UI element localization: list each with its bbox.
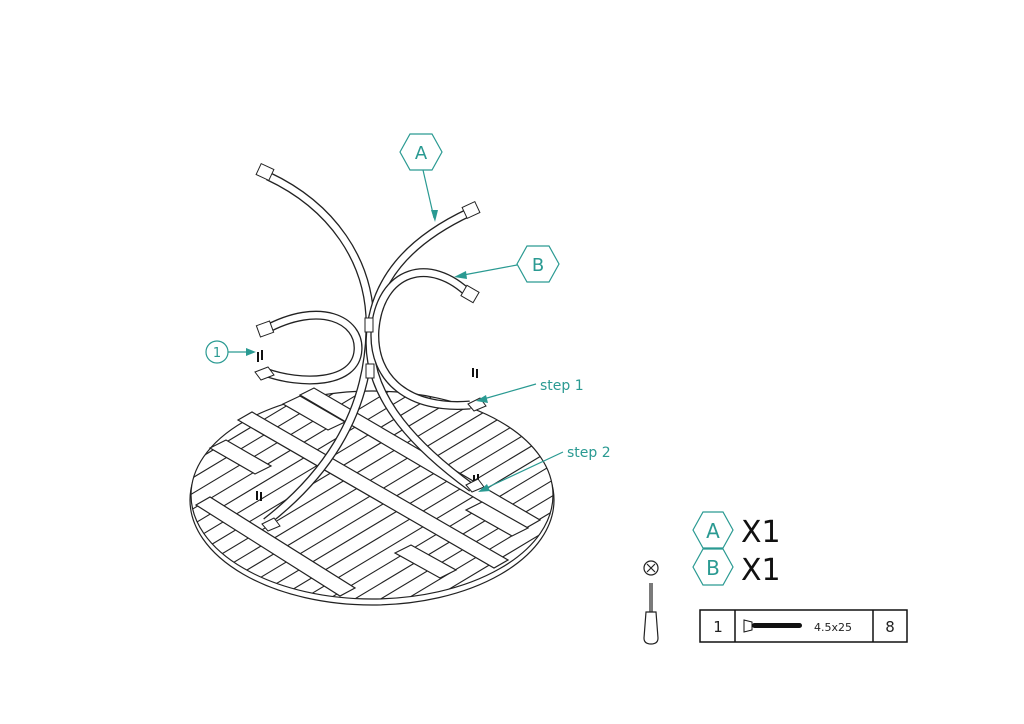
callout-b-label: B — [532, 255, 544, 276]
phillips-screwdriver-icon — [643, 560, 659, 645]
callout-step-2: step 2 — [478, 445, 611, 492]
parts-list: A X1 B X1 — [692, 511, 781, 588]
step-2-label: step 2 — [567, 445, 611, 461]
part-a-qty: X1 — [741, 515, 781, 550]
table-battens — [194, 387, 542, 597]
callout-hardware-1: 1 — [205, 340, 256, 364]
table-top — [189, 387, 555, 606]
slat-line — [191, 391, 517, 599]
slat-line — [191, 391, 543, 599]
slat-line — [227, 391, 553, 599]
callout-1-label: 1 — [213, 346, 221, 361]
hardware-spec: 4.5x25 — [814, 621, 852, 634]
slat-line — [191, 391, 553, 599]
callout-step-1: step 1 — [476, 378, 584, 403]
callout-part-a: A — [399, 133, 443, 222]
parts-list-item-a: A X1 — [692, 511, 781, 550]
callout-a-label: A — [415, 143, 428, 164]
part-a-label: A — [706, 519, 720, 543]
slat-line — [201, 391, 553, 599]
hardware-item-number: 1 — [713, 618, 723, 636]
slat-line — [191, 391, 553, 599]
slat-line — [191, 391, 553, 599]
part-b-qty: X1 — [741, 553, 781, 588]
callout-part-b: B — [454, 245, 560, 283]
slat-line — [191, 391, 553, 599]
screw-icon — [743, 619, 802, 633]
hardware-qty: 8 — [885, 618, 895, 636]
step-1-label: step 1 — [540, 378, 584, 394]
part-b-label: B — [706, 556, 720, 580]
leg-frame-b — [255, 268, 480, 411]
slat-line — [191, 391, 553, 599]
hardware-table: 1 4.5x25 8 — [699, 609, 908, 643]
slat-line — [191, 391, 553, 599]
parts-list-item-b: B X1 — [692, 548, 781, 588]
